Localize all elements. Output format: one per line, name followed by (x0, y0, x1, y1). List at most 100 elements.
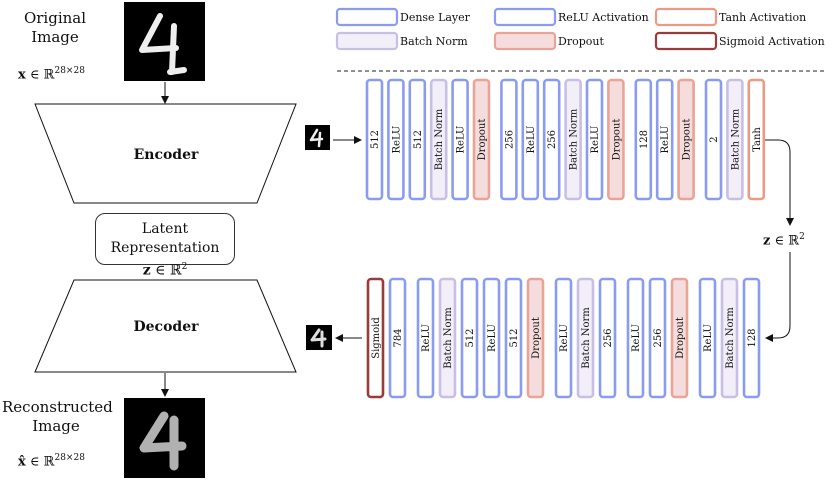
connector-sup: 2 (799, 232, 805, 242)
decoder-layer-label: 512 (465, 328, 476, 347)
decoder-layer-label: ReLU (487, 324, 498, 352)
encoder-layer-label: 128 (639, 130, 650, 149)
reconstructed-label-line1: Reconstructed (2, 398, 113, 416)
latent-connector-arrow-top (765, 139, 794, 226)
decoder-layer-label: ReLU (421, 324, 432, 352)
decoder-layer-label: Dropout (675, 317, 686, 359)
encoder-layer-label: Dropout (682, 119, 693, 161)
original-sup: 28×28 (54, 66, 85, 76)
encoder-layer-label: Batch Norm (569, 108, 580, 170)
encoder-layer-label: ReLU (456, 126, 467, 154)
decoder-layer-dense (742, 277, 761, 399)
reconstructed-label-line2: Image (32, 417, 80, 435)
original-rel: ∈ ℝ (29, 67, 55, 83)
encoder-layer-label: Dropout (611, 119, 622, 161)
decoder-layer-label: Batch Norm (581, 307, 592, 369)
decoder-layer-sigmoid (366, 277, 385, 399)
encoder-layer-bn (726, 78, 744, 201)
decoder-label: Decoder (134, 319, 200, 335)
original-image-dims: x ∈ ℝ28×28 (18, 66, 85, 82)
legend-swatch-dropout (493, 31, 557, 51)
decoder-layer-bn (720, 277, 739, 399)
connector-rel: ∈ ℝ (774, 233, 800, 249)
encoder-layer-relu (655, 78, 674, 201)
latent-representation-box: Latent Representation z ∈ ℝ2 (95, 213, 235, 279)
decoder-layer-label: 256 (603, 328, 614, 347)
latent-connector-arrow-bottom (765, 252, 791, 342)
output-digit-thumbnail (306, 325, 332, 350)
reconstructed-var: x̂ (18, 454, 26, 470)
original-image-label-line2: Image (31, 28, 79, 46)
encoder-block (34, 103, 297, 204)
decoder-layer-dense (460, 277, 479, 399)
legend-swatch-dense (335, 7, 399, 27)
encoder-layer-label: 512 (413, 130, 424, 149)
legend-label-dense: Dense Layer (400, 11, 471, 24)
encoder-layer-bn (429, 78, 448, 201)
encoder-layer-label: 2 (709, 136, 720, 142)
encoder-layer-dropout (472, 78, 491, 201)
latent-dims: z ∈ ℝ2 (96, 258, 234, 281)
encoder-layer-label: Batch Norm (434, 108, 445, 170)
decoder-layer-relu (416, 277, 435, 399)
decoder-block (34, 279, 297, 373)
original-digit-image (124, 2, 205, 81)
encoder-layer-dense (634, 78, 653, 201)
decoder-layer-label: Batch Norm (443, 307, 454, 369)
decoder-layer-label: 512 (509, 328, 520, 347)
encoder-layer-label: ReLU (660, 126, 671, 154)
reconstructed-rel: ∈ ℝ (29, 454, 55, 470)
decoder-layer-label: ReLU (631, 324, 642, 352)
connector-var: z (763, 233, 771, 249)
legend-label-dropout: Dropout (558, 35, 604, 48)
latent-sup: 2 (181, 262, 188, 272)
decoder-layer-dropout (670, 277, 689, 399)
decoder-layer-dense (388, 277, 407, 399)
reconstructed-digit-image (124, 398, 205, 478)
decoder-layer-label: Sigmoid (371, 317, 382, 359)
decoder-layer-bn (576, 277, 595, 399)
decoder-layer-dense (598, 277, 617, 399)
input-digit-thumbnail (305, 125, 330, 150)
encoder-layer-label: ReLU (590, 126, 601, 154)
encoder-layer-bn (564, 78, 582, 201)
decoder-layer-label: Batch Norm (725, 307, 736, 369)
reconstructed-image-label: Reconstructed Image (2, 398, 113, 436)
reconstructed-image-dims: x̂ ∈ ℝ28×28 (18, 453, 85, 469)
encoder-layer-relu (451, 78, 469, 201)
decoder-layer-label: ReLU (703, 324, 714, 352)
latent-rel: ∈ ℝ (155, 262, 182, 279)
original-image-label-line1: Original (23, 9, 87, 27)
decoder-layer-label: 784 (393, 328, 404, 347)
encoder-layer-label: Batch Norm (730, 108, 741, 170)
decoder-layer-relu (482, 277, 501, 399)
decoder-layer-label: ReLU (559, 324, 570, 352)
latent-label: Latent Representation (110, 221, 220, 256)
encoder-layer-dropout (607, 78, 625, 201)
encoder-layer-dense (704, 78, 723, 201)
original-image-label: Original Image (15, 9, 95, 47)
encoder-layer-dense (500, 78, 518, 201)
decoder-layer-label: 128 (747, 328, 758, 347)
decoder-layer-relu (626, 277, 645, 399)
decoder-layer-bn (438, 277, 457, 399)
encoder-layer-label: ReLU (526, 126, 537, 154)
encoder-layer-relu (521, 78, 540, 201)
legend-label-tanh: Tanh Activation (719, 11, 806, 24)
encoder-layer-label: Dropout (477, 119, 488, 161)
decoder-layer-stack: Sigmoid 784 ReLU Batch Norm 512 ReLU 512 Dropou… (366, 277, 761, 399)
encoder-layer-relu (585, 78, 604, 201)
reconstructed-sup: 28×28 (54, 453, 85, 463)
encoder-layer-dropout (677, 78, 695, 201)
encoder-layer-relu (387, 78, 405, 201)
encoder-layer-dense (408, 78, 427, 201)
legend-label-sigmoid: Sigmoid Activation (719, 35, 825, 48)
encoder-layer-tanh (747, 78, 766, 201)
connector-latent-dims: z ∈ ℝ2 (763, 232, 805, 248)
encoder-layer-dense (542, 78, 561, 201)
legend-swatch-sigmoid (654, 31, 718, 51)
encoder-layer-dense (365, 78, 384, 201)
